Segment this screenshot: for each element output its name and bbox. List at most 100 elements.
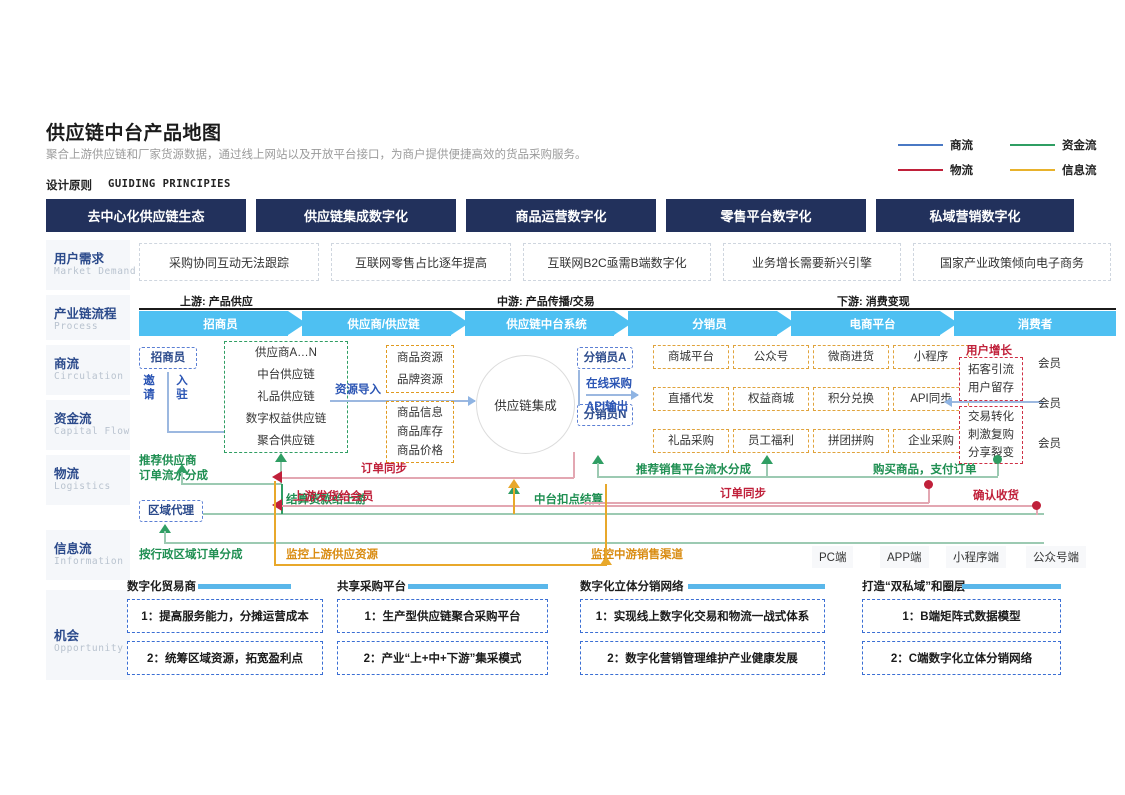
rail-label-en: Information	[54, 556, 124, 567]
info-line-left-h	[274, 564, 606, 566]
stream-header-midstream: 中游: 产品传播/交易	[497, 296, 595, 308]
terminal-miniapp: 小程序端	[946, 546, 1006, 568]
chevron-consumer[interactable]: 消费者	[954, 311, 1116, 336]
growth-item: 拓客引流	[968, 363, 1014, 376]
platform-tile[interactable]: 公众号	[733, 345, 809, 369]
rail-capital-flow: 资金流 Capital Flow	[46, 400, 130, 450]
platform-tile[interactable]: 积分兑换	[813, 387, 889, 411]
label-settle-in: 入驻	[176, 375, 188, 402]
node-recruiter[interactable]: 招商员	[139, 347, 197, 369]
connector-buy-goods-h	[766, 476, 998, 478]
dot-icon-order-sync-right	[924, 480, 933, 489]
platform-tile[interactable]: API同步	[893, 387, 969, 411]
connector-order-share-h	[181, 483, 281, 485]
node-supplier-list: 供应商A…N 中台供应链 礼品供应链 数字权益供应链 聚合供应链	[224, 341, 348, 453]
connector-confirm-receipt	[1036, 505, 1038, 515]
label-confirm-receipt: 确认收货	[973, 490, 1019, 502]
rail-label-en: Opportunity	[54, 643, 124, 654]
supplier-item: 数字权益供应链	[245, 413, 327, 426]
connector-sales-share-l	[597, 463, 599, 477]
process-chevron-band: 招商员 供应商/供应链 供应链中台系统 分销员 电商平台 消费者	[139, 311, 1116, 336]
node-goods-info: 商品信息 商品库存 商品价格	[386, 401, 454, 463]
chevron-distributor[interactable]: 分销员	[628, 311, 791, 336]
terminal-pc: PC端	[812, 546, 854, 568]
platform-tile[interactable]: 商城平台	[653, 345, 729, 369]
goods-info-item: 商品信息	[397, 406, 443, 419]
platform-tile[interactable]: 权益商城	[733, 387, 809, 411]
chevron-ecommerce[interactable]: 电商平台	[791, 311, 954, 336]
opportunity-item: 1：提高服务能力，分摊运营成本	[127, 599, 323, 633]
info-line-left-v	[274, 481, 276, 565]
logistics-line-right	[584, 502, 929, 504]
connector-distributor-vertical	[578, 370, 580, 406]
opportunity-title-4: 打造“双私域”和圈层	[862, 581, 966, 593]
platform-tile[interactable]: 员工福利	[733, 429, 809, 453]
platform-tile[interactable]: 微商进货	[813, 345, 889, 369]
arrow-icon-growth	[944, 397, 952, 407]
principle-header-1: 去中心化供应链生态	[46, 199, 246, 232]
legend-item-capital: 资金流	[1010, 137, 1097, 153]
rail-label-en: Market Demand	[54, 266, 137, 277]
rail-opportunity: 机会 Opportunity	[46, 590, 130, 680]
opportunity-item: 1：生产型供应链聚合采购平台	[337, 599, 548, 633]
goods-resource-item: 品牌资源	[397, 374, 443, 386]
node-goods-resources: 商品资源 品牌资源	[386, 345, 454, 393]
arrow-icon-sales-share-left	[592, 455, 604, 464]
label-resource-import: 资源导入	[335, 384, 381, 396]
legend-swatch-capital	[1010, 144, 1055, 146]
legend: 商流 资金流 物流 信息流	[898, 134, 1113, 180]
platform-tile[interactable]: 小程序	[893, 345, 969, 369]
legend-item-information: 信息流	[1010, 162, 1097, 178]
arrow-icon-monitor-mid	[508, 479, 520, 488]
platform-tile[interactable]: 拼团拼购	[813, 429, 889, 453]
chevron-recruiter[interactable]: 招商员	[139, 311, 302, 336]
connector-order-sync-right	[928, 486, 930, 503]
node-distributor-n[interactable]: 分销员N	[577, 404, 633, 426]
node-growth-bottom: 交易转化 刺激复购 分享裂变	[959, 406, 1023, 464]
connector-sales-share-h	[597, 476, 767, 478]
rail-label-en: Process	[54, 321, 99, 332]
page-title: 供应链中台产品地图	[46, 123, 222, 144]
stream-header-upstream: 上游: 产品供应	[180, 296, 253, 308]
label-order-sync-left: 订单同步	[361, 463, 407, 475]
arrow-icon-order-sync-left	[272, 471, 282, 483]
supplier-item: 中台供应链	[257, 368, 315, 381]
label-monitor-mid: 监控中游销售渠道	[591, 549, 683, 561]
rail-process: 产业链流程 Process	[46, 295, 130, 340]
node-region-agent[interactable]: 区域代理	[139, 500, 203, 522]
label-user-growth: 用户增长	[966, 345, 1012, 357]
demand-box-4: 业务增长需要新兴引擎	[723, 243, 901, 281]
chevron-supplier[interactable]: 供应商/供应链	[302, 311, 465, 336]
legend-item-commerce: 商流	[898, 137, 973, 153]
opportunity-title-2: 共享采购平台	[337, 581, 406, 593]
opportunity-item: 1：实现线上数字化交易和物流一战式体系	[580, 599, 825, 633]
growth-item: 分享裂变	[968, 447, 1014, 460]
chevron-midplatform[interactable]: 供应链中台系统	[465, 311, 628, 336]
legend-label-capital: 资金流	[1062, 140, 1097, 152]
platform-tile[interactable]: 礼品采购	[653, 429, 729, 453]
member-label: 会员	[1038, 398, 1061, 410]
connector-order-share-v	[181, 472, 183, 484]
dot-icon-buy-goods	[993, 455, 1002, 464]
platform-tile[interactable]: 企业采购	[893, 429, 969, 453]
logistics-line-mid	[281, 505, 1035, 507]
node-supply-chain-integration[interactable]: 供应链集成	[476, 355, 575, 454]
info-line-mid-v	[605, 484, 607, 566]
arrow-icon-order-share	[176, 464, 188, 473]
connector-region-agent	[164, 531, 166, 543]
rail-market-demand: 用户需求 Market Demand	[46, 240, 136, 290]
opportunity-item: 1：B端矩阵式数据模型	[862, 599, 1061, 633]
connector-recruiter-horizontal	[167, 431, 229, 433]
rail-logistics: 物流 Logistics	[46, 455, 130, 505]
platform-tile[interactable]: 直播代发	[653, 387, 729, 411]
rail-label-cn: 机会	[54, 629, 80, 643]
node-distributor-a[interactable]: 分销员A	[577, 347, 633, 369]
connector-recruiter-vertical	[167, 372, 169, 432]
guiding-principles-label-cn: 设计原则	[46, 180, 92, 192]
logistics-line-top	[281, 477, 574, 479]
connector-api	[586, 394, 638, 396]
capital-main-line	[139, 513, 1044, 515]
opportunity-rule-1	[198, 584, 291, 589]
opportunity-rule-2	[408, 584, 548, 589]
